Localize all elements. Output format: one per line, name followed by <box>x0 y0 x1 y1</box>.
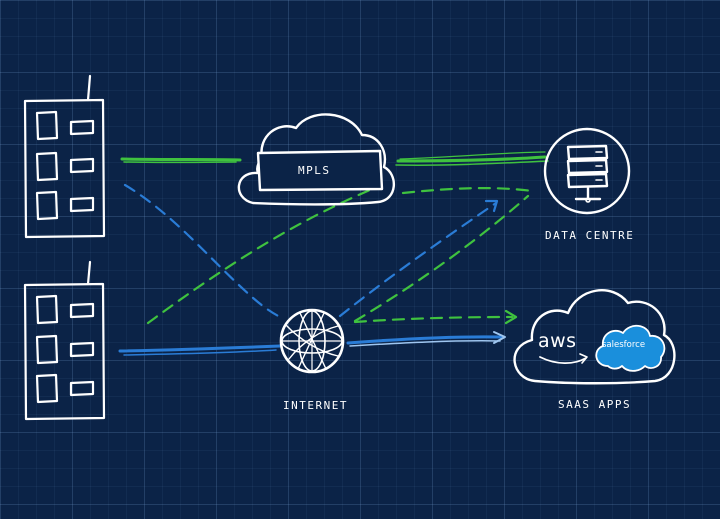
branch-office-2-icon <box>23 260 106 421</box>
internet-label: INTERNET <box>283 399 348 412</box>
blue-arrowhead-saas <box>493 331 506 344</box>
data-centre-icon <box>543 127 631 215</box>
saas-cloud-icon <box>513 289 676 385</box>
mpls-cloud-icon <box>237 113 395 206</box>
aws-logo-text: aws <box>538 330 577 352</box>
mpls-dashed-paths <box>146 187 534 325</box>
internet-dashed-paths <box>123 183 498 320</box>
green-arrowhead <box>504 309 518 325</box>
data-centre-label: DATA CENTRE <box>545 229 635 242</box>
salesforce-logo-text: salesforce <box>602 340 646 350</box>
salesforce-logo-icon <box>595 324 666 372</box>
mpls-solid-links <box>120 151 549 166</box>
blue-arrowhead-datacentre <box>484 199 499 213</box>
branch-office-1-icon <box>23 74 106 239</box>
internet-globe-icon <box>279 308 345 374</box>
saas-apps-label: SAAS APPS <box>558 398 632 411</box>
internet-solid-links <box>118 335 505 356</box>
mpls-label: MPLS <box>298 164 331 177</box>
